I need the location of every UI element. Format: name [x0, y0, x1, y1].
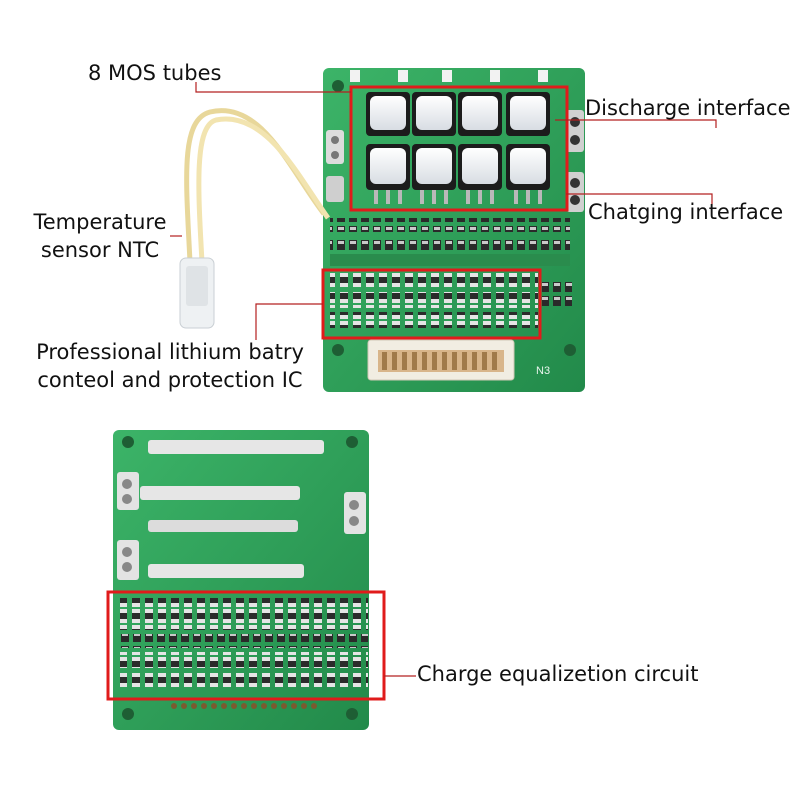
label-sensor-ntc: sensor NTC	[40, 238, 160, 262]
bottom-pcb-board	[113, 430, 369, 730]
top-pcb-board: N3	[323, 68, 585, 392]
mos-highlight-box	[349, 85, 569, 212]
equalization-highlight-box	[106, 590, 386, 701]
label-charge-equalization: Charge equalizetion circuit	[417, 662, 699, 686]
label-charging-interface: Chatging interface	[588, 200, 784, 224]
label-protection-ic-line1: Professional lithium batry	[36, 340, 304, 364]
connector-label: N3	[536, 365, 550, 377]
label-mos-tubes: 8 MOS tubes	[88, 61, 222, 85]
label-protection-ic-line2: conteol and protection IC	[37, 368, 303, 392]
label-discharge-interface: Discharge interface	[585, 96, 791, 120]
mos-tube-array	[366, 92, 550, 204]
label-temperature: Temperature	[33, 210, 167, 234]
ntc-temperature-sensor	[179, 108, 331, 329]
leader-lines	[170, 82, 717, 677]
